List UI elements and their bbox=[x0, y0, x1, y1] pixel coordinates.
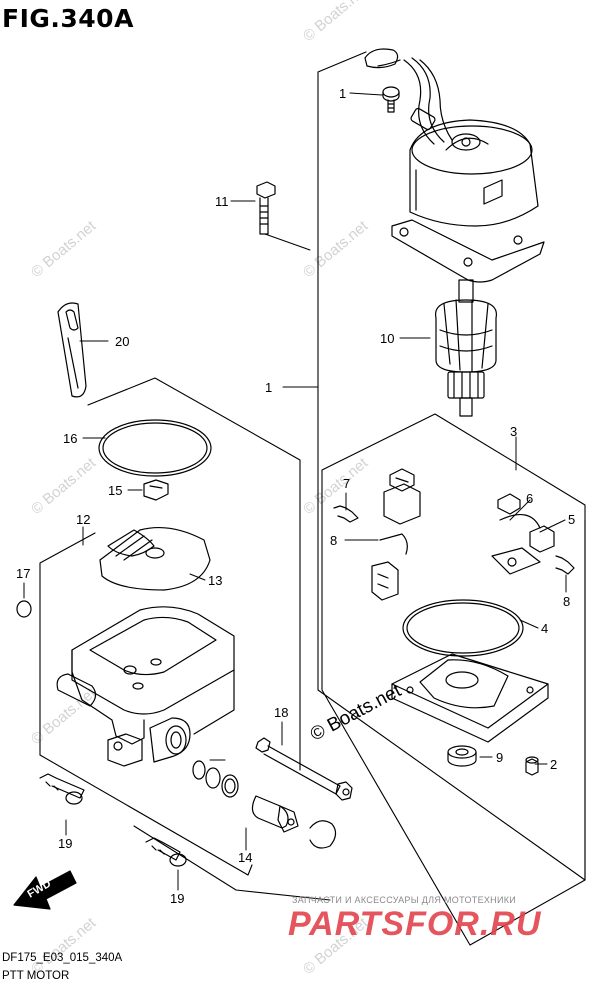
assembly-frame-1 bbox=[317, 71, 586, 881]
screw-19-lower bbox=[145, 837, 187, 867]
callout-2: 1 bbox=[339, 86, 346, 101]
assembly-frame-3 bbox=[321, 413, 586, 946]
brand-logo-text: PARTSFOR.RU bbox=[288, 905, 542, 943]
callout-13: 13 bbox=[208, 573, 222, 588]
callout-7: 8 bbox=[563, 594, 570, 609]
callout-19: 19 bbox=[58, 836, 72, 851]
o-ring-17 bbox=[16, 600, 32, 618]
bolt-11 bbox=[256, 181, 276, 235]
fwd-direction-arrow bbox=[13, 870, 77, 910]
cover-plate-13 bbox=[99, 526, 211, 591]
strap-20 bbox=[57, 302, 87, 398]
bolt-18 bbox=[255, 737, 353, 801]
pump-housing-12 bbox=[56, 606, 235, 767]
assembly-frame-12 bbox=[39, 532, 96, 756]
leader-lines bbox=[23, 92, 567, 891]
callout-4: 4 bbox=[541, 621, 548, 636]
assembly-frame-16 bbox=[87, 377, 301, 771]
callout-17: 17 bbox=[16, 566, 30, 581]
motor-cable bbox=[364, 48, 453, 145]
callout-labels: 1 11 20 10 1 16 15 3 7 6 5 8 8 4 12 13 1… bbox=[16, 86, 575, 906]
callout-9: 9 bbox=[496, 750, 503, 765]
screw-2-top bbox=[382, 86, 400, 113]
screw-19-upper bbox=[39, 773, 85, 805]
callout-8: 8 bbox=[330, 533, 337, 548]
callout-10: 10 bbox=[380, 331, 394, 346]
brand-tagline: ЗАПЧАСТИ И АКСЕССУАРЫ ДЛЯ МОТОТЕХНИКИ bbox=[292, 895, 517, 905]
model-code: DF175_E03_015_340A bbox=[2, 952, 123, 964]
callout-20: 20 bbox=[115, 334, 129, 349]
callout-11: 11 bbox=[215, 194, 229, 209]
callout-18: 18 bbox=[274, 705, 288, 720]
motor-housing bbox=[391, 119, 545, 283]
figure-caption: PTT MOTOR bbox=[2, 970, 70, 982]
valve-parts-14 bbox=[192, 760, 337, 849]
callout-6: 6 bbox=[526, 491, 533, 506]
callout-1: 1 bbox=[265, 380, 272, 395]
figure-title: FIG.340A bbox=[2, 4, 134, 33]
callout-19: 19 bbox=[170, 891, 184, 906]
plug-15 bbox=[143, 479, 169, 501]
callout-15: 15 bbox=[108, 483, 122, 498]
callout-2: 2 bbox=[550, 757, 557, 772]
callout-3: 3 bbox=[510, 424, 517, 439]
armature-10 bbox=[434, 279, 498, 417]
callout-5: 5 bbox=[568, 512, 575, 527]
callout-14: 14 bbox=[238, 850, 252, 865]
callout-12: 12 bbox=[76, 512, 90, 527]
callout-7: 7 bbox=[343, 476, 350, 491]
callout-16: 16 bbox=[63, 431, 77, 446]
brush-holder-assembly bbox=[333, 468, 575, 776]
o-ring-16 bbox=[98, 419, 212, 477]
